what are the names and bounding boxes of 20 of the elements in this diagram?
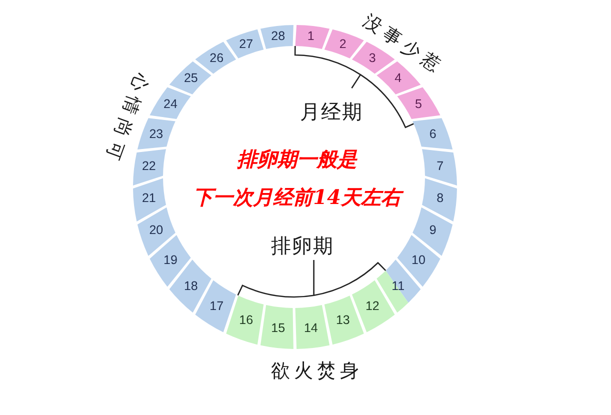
day-segment: 27 (226, 29, 264, 59)
day-segment: 15 (260, 304, 294, 349)
day-segment: 6 (412, 118, 453, 150)
day-segment: 8 (421, 178, 457, 222)
day-segment: 16 (226, 295, 264, 345)
day-segment: 9 (412, 207, 453, 256)
phase-label: 排卵期 (270, 234, 334, 258)
day-segment: 25 (169, 61, 212, 95)
day-segment: 22 (133, 149, 167, 186)
day-segment: 28 (260, 25, 294, 50)
day-segment: 23 (137, 118, 176, 150)
annotation-text: 欲火焚身 (270, 361, 363, 383)
day-segment: 20 (137, 207, 176, 256)
day-segment: 24 (149, 87, 191, 120)
day-segment: 7 (421, 149, 457, 186)
day-segment: 1 (295, 25, 330, 50)
day-segment: 14 (295, 304, 330, 349)
day-segment: 26 (195, 41, 237, 74)
day-segment: 21 (133, 178, 167, 222)
day-segment: 13 (324, 295, 364, 345)
